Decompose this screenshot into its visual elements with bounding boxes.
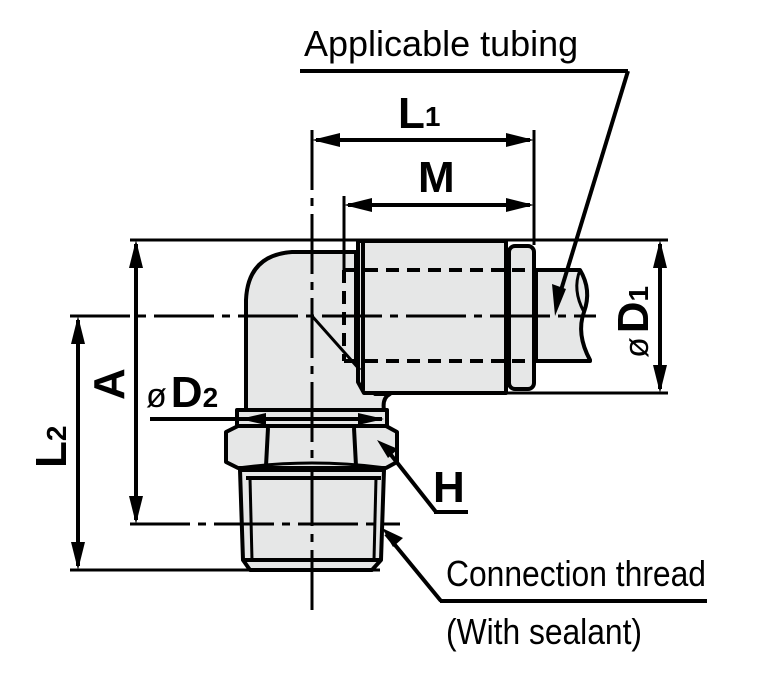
elbow-diagonal: [310, 315, 362, 371]
m-arrow-left: [344, 198, 372, 212]
tubing-leader-line: [556, 70, 630, 301]
thread-leader-line: [384, 532, 443, 603]
hex-leader-line: [382, 444, 438, 514]
with-sealant-label: (With sealant): [446, 611, 642, 652]
a-label: A: [85, 368, 134, 400]
m-arrow-right: [506, 198, 534, 212]
dimension-a: A: [85, 240, 143, 524]
fitting-body: [224, 239, 592, 572]
h-label: H: [433, 463, 465, 512]
d1-arrow-top: [653, 240, 667, 268]
d1-arrow-bottom: [653, 365, 667, 393]
tube-break-curve: [575, 269, 586, 313]
d1-label: øD1: [609, 286, 658, 358]
dimension-d2: øD2: [146, 368, 384, 425]
hex-nut-chamfer: [237, 461, 387, 470]
thread-right-edge: [372, 477, 378, 561]
l2-arrow-top: [71, 316, 85, 344]
dimension-m: M: [344, 153, 534, 212]
hex-leader-arrow: [377, 440, 398, 458]
m-label: M: [418, 153, 455, 202]
l1-arrow-right: [506, 133, 534, 147]
thread-left-edge: [248, 477, 254, 561]
leader-connection-thread: Connection thread (With sealant): [382, 528, 707, 652]
dimension-l1: L1: [312, 89, 534, 147]
l2-label: L2: [27, 426, 76, 468]
center-lines: [70, 130, 596, 612]
l1-arrow-left: [312, 133, 340, 147]
d2-label: øD2: [146, 368, 218, 417]
thread-leader-arrow: [382, 528, 403, 547]
tubing-leader-arrow: [552, 284, 566, 316]
leader-hex: H: [377, 440, 468, 514]
l2-arrow-bottom: [71, 542, 85, 570]
dimension-d1: øD1: [609, 240, 667, 393]
connection-thread-label: Connection thread: [446, 553, 706, 594]
l1-label: L1: [398, 89, 440, 138]
leader-applicable-tubing: Applicable tubing: [300, 23, 630, 316]
a-arrow-bottom: [129, 496, 143, 524]
d2-arrow-left: [240, 413, 266, 425]
d2-arrow-right: [358, 413, 384, 425]
a-arrow-top: [129, 240, 143, 268]
applicable-tubing-label: Applicable tubing: [304, 23, 578, 64]
hex-nut-facets: [264, 427, 358, 467]
dimension-l2: L2: [27, 316, 85, 570]
